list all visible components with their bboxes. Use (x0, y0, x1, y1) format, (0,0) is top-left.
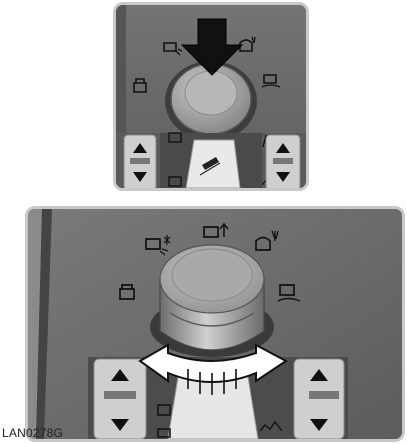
mud-ruts-icon (255, 230, 279, 251)
control-panel-press (113, 2, 309, 191)
hill-descent-button[interactable] (185, 139, 241, 188)
rocker-down-arrow-icon (111, 419, 129, 431)
right-rocker-switch[interactable] (265, 134, 301, 188)
hill-descent-icon (157, 404, 171, 438)
mud-ruts-icon (239, 36, 256, 52)
press-illustration (116, 5, 306, 188)
figure-caption: LAN0278G (2, 426, 63, 440)
rocker-up-arrow-icon (310, 369, 328, 381)
on-road-icon (119, 284, 135, 300)
rocker-down-arrow-icon (276, 172, 290, 182)
grass-gravel-snow-icon (163, 42, 183, 56)
rocker-up-arrow-icon (276, 143, 290, 153)
high-range-icon (168, 132, 182, 143)
press-down-arrow-icon (180, 18, 244, 76)
hill-descent-button[interactable] (167, 376, 259, 439)
rotate-double-arrow-icon (138, 343, 288, 395)
terrain-icon (259, 420, 283, 432)
raise-icon (203, 222, 229, 238)
on-road-icon (133, 78, 147, 93)
left-rocker-switch[interactable] (93, 358, 147, 439)
rocker-up-arrow-icon (111, 369, 129, 381)
sand-icon (261, 74, 281, 88)
rocker-up-arrow-icon (133, 143, 147, 153)
control-panel-rotate (25, 206, 405, 442)
right-rocker-switch[interactable] (293, 358, 345, 439)
left-rocker-switch[interactable] (123, 134, 157, 188)
sand-icon (277, 284, 301, 302)
rotary-dial[interactable] (150, 244, 274, 357)
rotate-illustration (28, 209, 402, 439)
hill-descent-icon (199, 157, 221, 176)
rocker-down-arrow-icon (133, 172, 147, 182)
low-range-icon (168, 176, 182, 187)
grass-gravel-snow-icon (145, 235, 171, 256)
rocker-down-arrow-icon (310, 419, 328, 431)
